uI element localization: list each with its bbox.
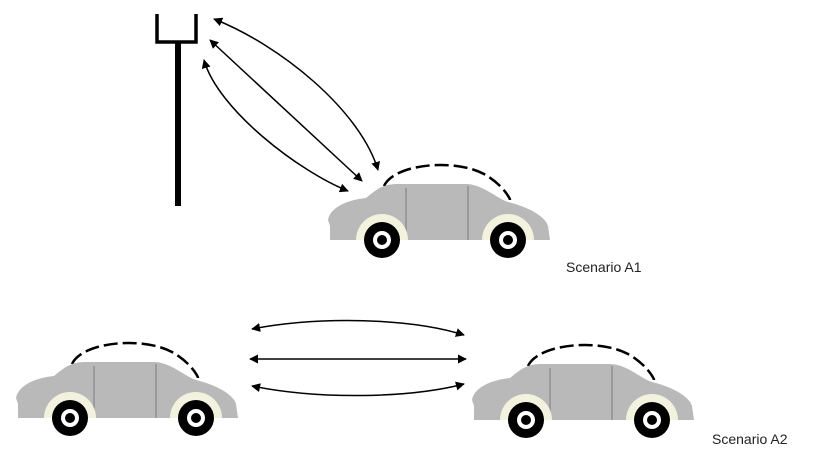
a2-arrow-bottom: [251, 381, 465, 397]
car-icon-a2-left: [14, 341, 240, 438]
scenario-a2-label: Scenario A2: [712, 431, 788, 447]
antenna-tower-icon: [155, 14, 198, 206]
scenario-a1-label: Scenario A1: [566, 259, 642, 275]
a1-arrow-outer: [213, 17, 380, 171]
a2-link-arrows: [249, 319, 467, 397]
a1-arrow-middle: [209, 39, 363, 182]
a1-arrow-inner: [201, 59, 349, 193]
a2-arrow-top: [251, 319, 465, 337]
car-icon-a1: [326, 163, 552, 260]
car-icon-a2-right: [470, 343, 696, 440]
a1-link-arrows: [201, 17, 380, 193]
